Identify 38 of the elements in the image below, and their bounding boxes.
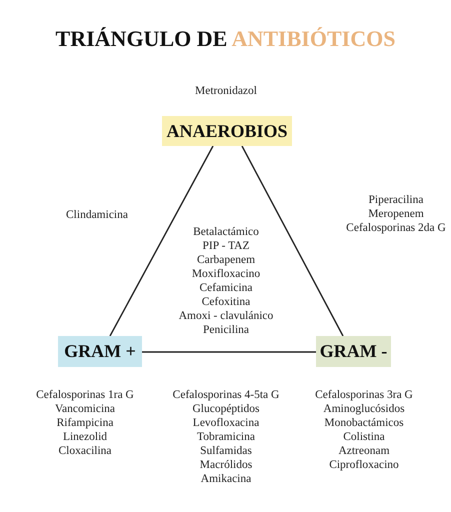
title: TRIÁNGULO DE ANTIBIÓTICOS — [54, 26, 396, 52]
drug-name: PIP - TAZ — [202, 239, 250, 253]
drug-name: Tobramicina — [197, 430, 255, 444]
connector-line — [109, 146, 214, 336]
drug-name: Glucopéptidos — [192, 402, 260, 416]
connector-line — [241, 146, 344, 336]
drug-name: Colistina — [343, 430, 385, 444]
category-box: GRAM - — [316, 336, 391, 367]
drug-name: Clindamicina — [66, 208, 128, 222]
drug-name: Carbapenem — [196, 253, 256, 267]
drug-name: Vancomicina — [54, 402, 116, 416]
drug-name: Amoxi - clavulánico — [178, 309, 274, 323]
drug-name: Monobactámicos — [324, 416, 404, 430]
drug-name: Cefalosporinas 3ra G — [315, 388, 413, 402]
drug-name: Ciprofloxacino — [329, 458, 399, 472]
drug-name: Cefalosporinas 2da G — [346, 221, 446, 235]
drug-name: Rifampicina — [56, 416, 114, 430]
drug-name: Meropenem — [368, 207, 424, 221]
drug-name: Penicilina — [203, 323, 249, 337]
drug-name: Levofloxacina — [192, 416, 260, 430]
drug-name: Cloxacilina — [58, 444, 112, 458]
drug-name: Amikacina — [200, 472, 252, 486]
category-box: ANAEROBIOS — [162, 116, 292, 146]
drug-name: Cefalosporinas 1ra G — [36, 388, 134, 402]
drug-name: Aminoglucósidos — [323, 402, 405, 416]
drug-name: Sulfamidas — [200, 444, 252, 458]
drug-name: Piperacilina — [368, 193, 424, 207]
category-box: GRAM + — [58, 336, 142, 367]
drug-name: Betalactámico — [193, 225, 259, 239]
drug-name: Moxifloxacino — [192, 267, 260, 281]
drug-name: Linezolid — [62, 430, 108, 444]
drug-name: Cefamicina — [200, 281, 252, 295]
drug-name: Aztreonam — [338, 444, 390, 458]
connector-line — [142, 351, 316, 353]
drug-name: Macrólidos — [200, 458, 252, 472]
drug-name: Cefalosporinas 4-5ta G — [172, 388, 280, 402]
drug-name: Cefoxitina — [202, 295, 250, 309]
drug-name: Metronidazol — [195, 84, 257, 98]
